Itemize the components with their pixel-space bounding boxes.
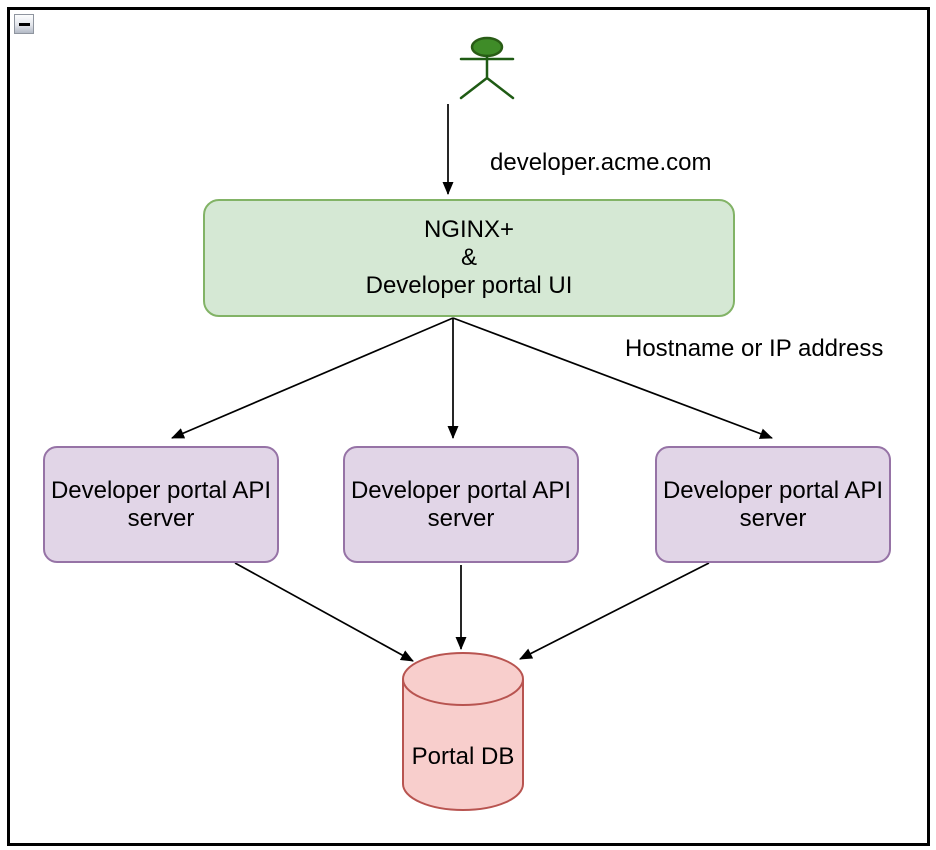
api-server-node-2[interactable]: Developer portal API server [343, 446, 579, 563]
collapse-button[interactable] [14, 14, 34, 34]
minus-icon [18, 22, 30, 26]
api-server-label: Developer portal API server [50, 476, 272, 532]
edges [171, 104, 773, 662]
edge-api1-to-db [234, 562, 414, 662]
api-server-label: Developer portal API server [350, 476, 572, 532]
api-server-node-3[interactable]: Developer portal API server [655, 446, 891, 563]
api-server-label: Developer portal API server [662, 476, 884, 532]
actor-head [470, 36, 504, 58]
edge-api3-to-db [519, 562, 710, 660]
actor-body [459, 54, 515, 100]
database-cylinder-lid [402, 678, 524, 706]
database-cylinder-body [402, 652, 524, 811]
api-server-node-1[interactable]: Developer portal API server [43, 446, 279, 563]
database-node[interactable]: Portal DB [402, 652, 524, 811]
routing-note-label: Hostname or IP address [625, 335, 884, 362]
edge-gateway-to-api-3 [452, 317, 773, 439]
gateway-label: NGINX+ & Developer portal UI [365, 216, 573, 299]
database-label: Portal DB [412, 743, 515, 770]
group-frame [7, 7, 930, 846]
gateway-node[interactable]: NGINX+ & Developer portal UI [203, 199, 735, 317]
edge-gateway-to-api-1 [171, 317, 454, 439]
request-url-label: developer.acme.com [490, 149, 712, 176]
actor-figure[interactable] [459, 36, 515, 100]
